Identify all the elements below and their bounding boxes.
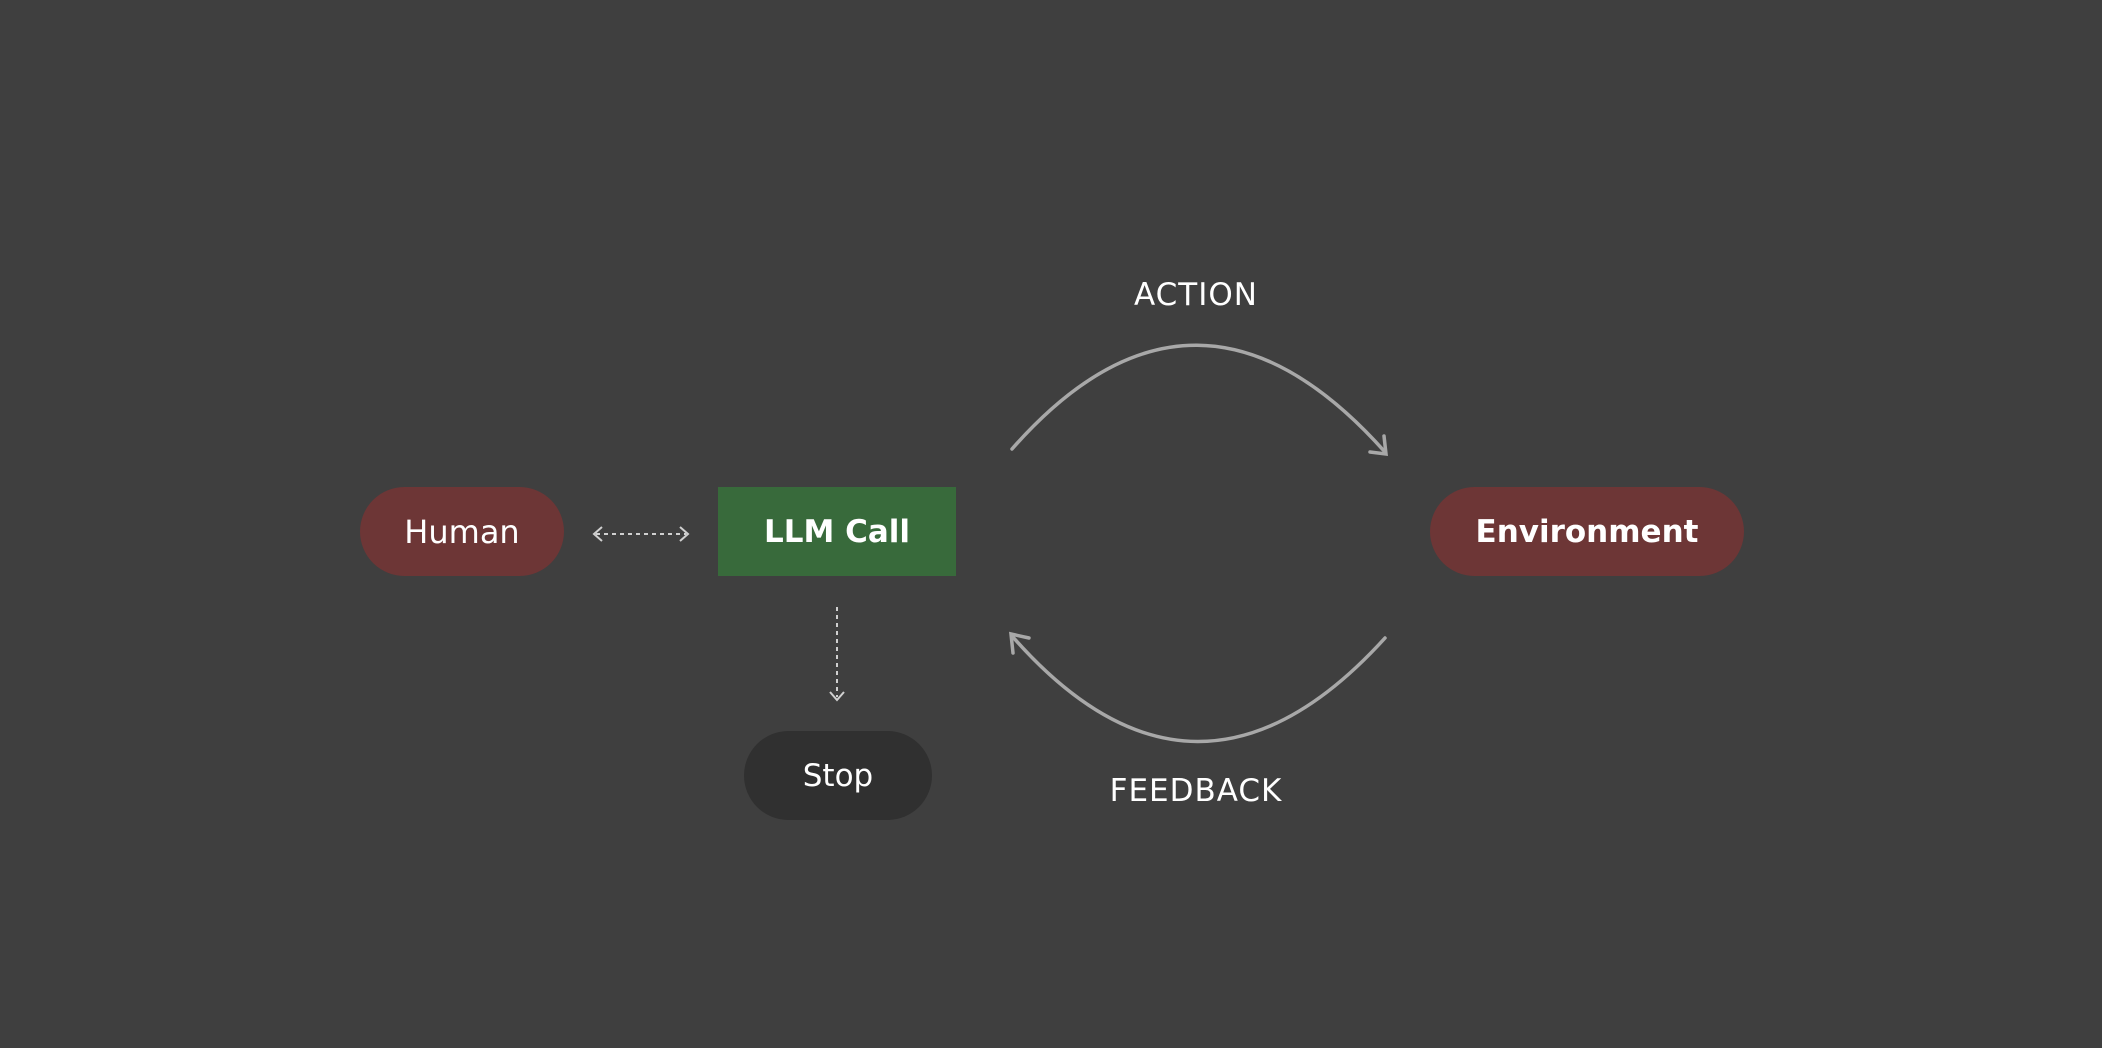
environment-node-label: Environment xyxy=(1475,513,1699,550)
human-llm-dotted-arrow xyxy=(592,526,690,542)
llm-call-node: LLM Call xyxy=(718,487,956,576)
stop-node-label: Stop xyxy=(802,757,874,794)
feedback-arc-arrow xyxy=(1009,631,1387,744)
feedback-edge-label: FEEDBACK xyxy=(1109,773,1283,809)
environment-node: Environment xyxy=(1430,487,1744,576)
action-edge-label: ACTION xyxy=(1134,277,1258,313)
llm-call-node-label: LLM Call xyxy=(763,513,911,550)
human-node-label: Human xyxy=(404,512,520,551)
action-arc-arrow xyxy=(1010,343,1388,457)
human-node: Human xyxy=(360,487,564,576)
llm-stop-dotted-arrow xyxy=(829,607,845,702)
stop-node: Stop xyxy=(744,731,932,820)
